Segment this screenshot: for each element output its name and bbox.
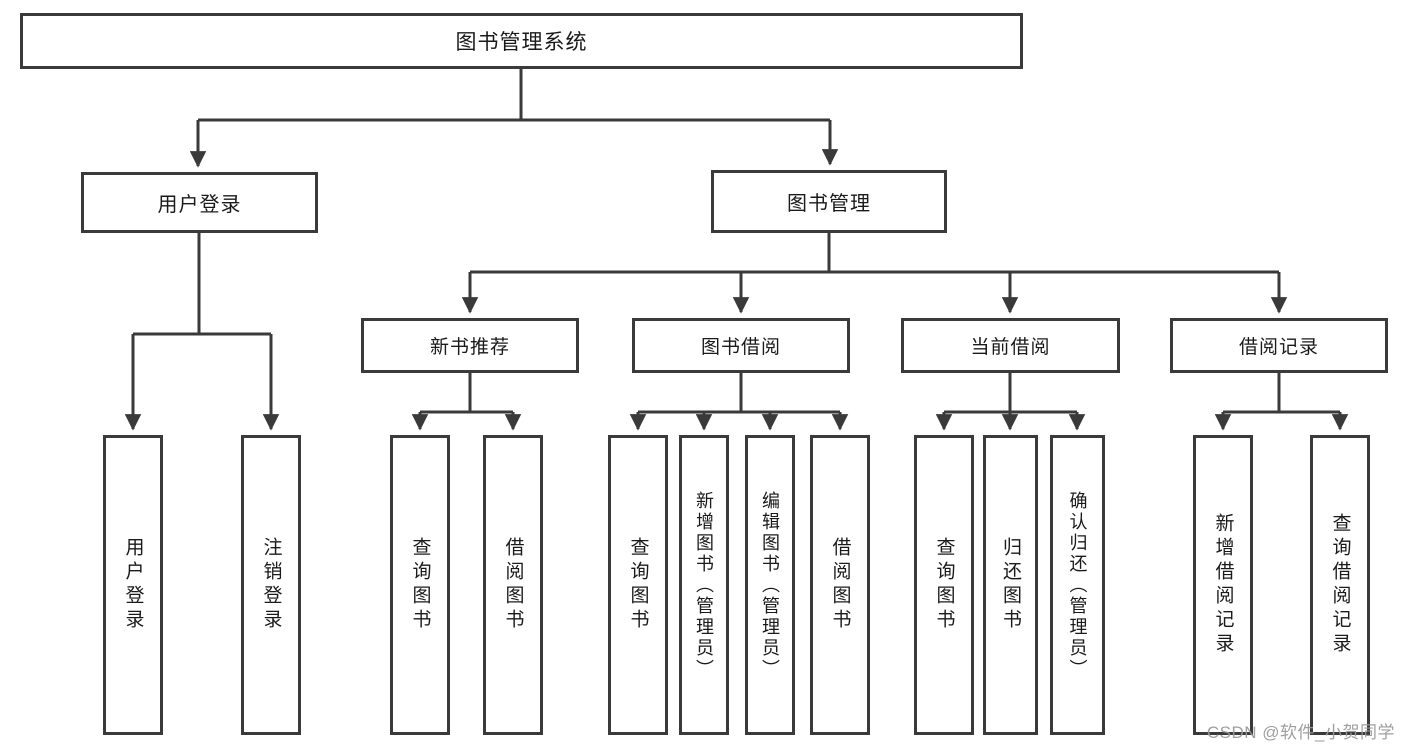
level3-node-borrow-record[interactable]: 借阅记录 bbox=[1170, 318, 1388, 373]
leaf-node-leaf-confirm-return[interactable]: 确认归还（管理员） bbox=[1050, 435, 1105, 735]
level3-node-book-borrow[interactable]: 图书借阅 bbox=[632, 318, 850, 373]
node-label: 借阅图书 bbox=[829, 537, 851, 633]
node-label: 新书推荐 bbox=[429, 337, 510, 358]
leaf-node-leaf-add-book[interactable]: 新增图书（管理员） bbox=[679, 435, 729, 735]
leaf-node-leaf-logout[interactable]: 注销登录 bbox=[241, 435, 301, 735]
root-node[interactable]: 图书管理系统 bbox=[20, 13, 1023, 69]
level3-node-new-book-recommend[interactable]: 新书推荐 bbox=[361, 318, 579, 373]
watermark: CSDN @软件_小贺同学 bbox=[1206, 723, 1395, 742]
leaf-node-leaf-user-login[interactable]: 用户登录 bbox=[103, 435, 163, 735]
node-label: 查询图书 bbox=[627, 537, 649, 633]
node-label: 借阅图书 bbox=[502, 537, 524, 633]
leaf-node-leaf-edit-book[interactable]: 编辑图书（管理员） bbox=[745, 435, 795, 735]
leaf-node-leaf-query-book-2[interactable]: 查询图书 bbox=[608, 435, 668, 735]
node-label: 新增图书（管理员） bbox=[694, 490, 714, 680]
node-label: 借阅记录 bbox=[1238, 337, 1319, 358]
leaf-node-leaf-query-book-1[interactable]: 查询图书 bbox=[390, 435, 450, 735]
leaf-node-leaf-query-book-3[interactable]: 查询图书 bbox=[914, 435, 974, 735]
node-label: 用户登录 bbox=[157, 194, 242, 216]
leaf-node-leaf-borrow-book-1[interactable]: 借阅图书 bbox=[483, 435, 543, 735]
leaf-node-leaf-query-record[interactable]: 查询借阅记录 bbox=[1310, 435, 1370, 735]
node-label: 查询图书 bbox=[409, 537, 431, 633]
node-label: 图书管理系统 bbox=[455, 31, 588, 54]
node-label: 查询借阅记录 bbox=[1329, 513, 1351, 657]
node-label: 查询图书 bbox=[933, 537, 955, 633]
node-label: 编辑图书（管理员） bbox=[760, 490, 780, 680]
level2-node-book-manage[interactable]: 图书管理 bbox=[711, 170, 947, 233]
node-label: 图书管理 bbox=[787, 193, 871, 215]
node-label: 当前借阅 bbox=[970, 337, 1051, 358]
node-label: 用户登录 bbox=[122, 537, 144, 633]
node-label: 新增借阅记录 bbox=[1212, 513, 1234, 657]
node-label: 注销登录 bbox=[260, 537, 282, 633]
node-label: 图书借阅 bbox=[700, 337, 781, 358]
leaf-node-leaf-return-book[interactable]: 归还图书 bbox=[983, 435, 1038, 735]
node-label: 确认归还（管理员） bbox=[1067, 490, 1088, 680]
leaf-node-leaf-add-record[interactable]: 新增借阅记录 bbox=[1193, 435, 1253, 735]
node-label: 归还图书 bbox=[1000, 537, 1021, 633]
leaf-node-leaf-borrow-book-2[interactable]: 借阅图书 bbox=[810, 435, 870, 735]
level2-node-user-login[interactable]: 用户登录 bbox=[81, 172, 318, 233]
level3-node-current-borrow[interactable]: 当前借阅 bbox=[901, 318, 1120, 373]
